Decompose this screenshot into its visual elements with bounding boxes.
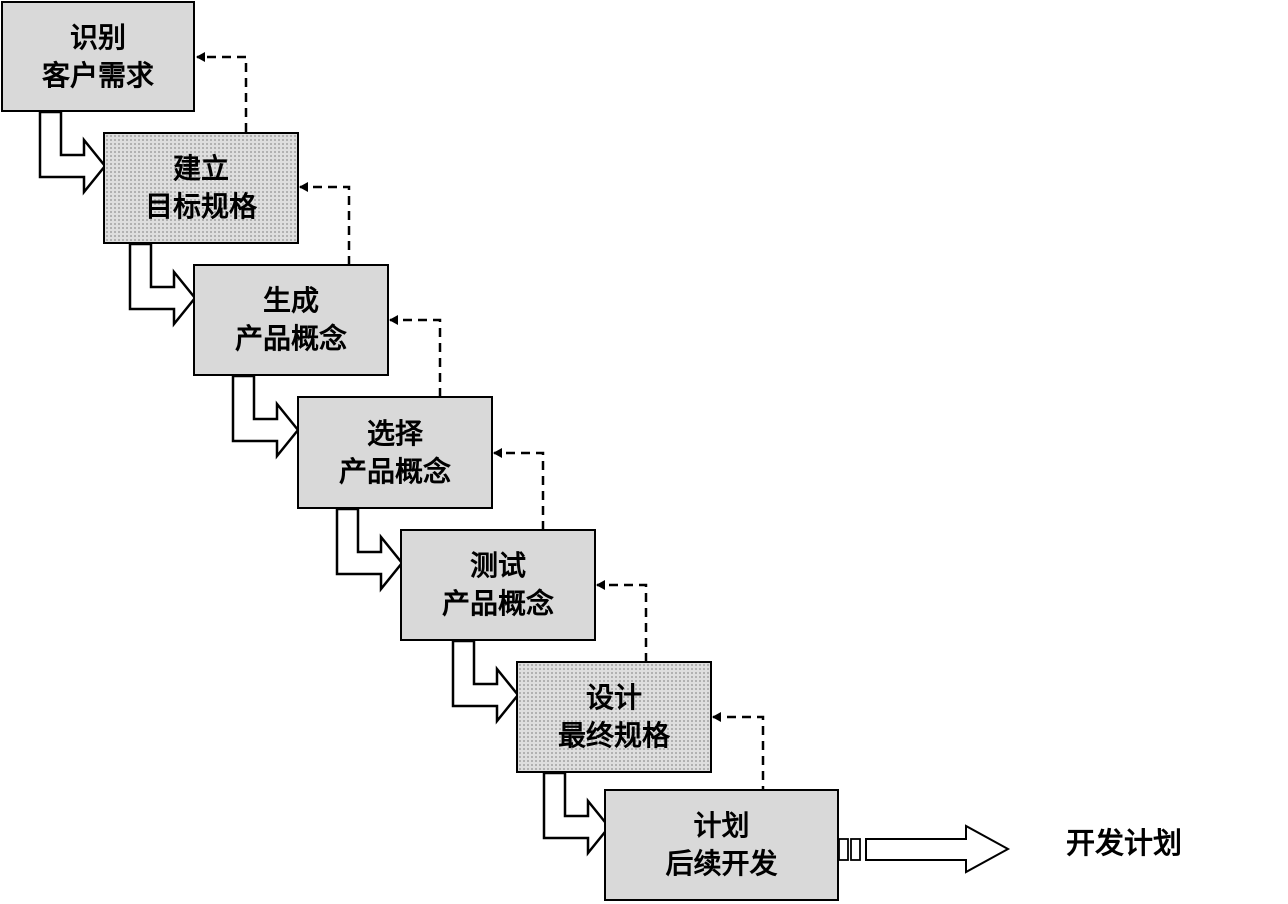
output-arrow-stripe-2 [850,838,861,861]
step-7-line-2: 后续开发 [665,847,778,880]
step-box-generate-concepts: 生成 产品概念 [193,264,389,376]
step-7-line-1: 计划 [693,809,750,842]
step-6-line-2: 最终规格 [557,719,670,752]
forward-arrow-4 [335,507,404,593]
step-box-test-concepts: 测试 产品概念 [400,529,596,641]
feedback-arrow-5 [596,580,648,662]
step-box-plan-downstream-development: 计划 后续开发 [604,789,839,901]
output-arrow-stripe-1 [838,838,849,861]
forward-arrow-3 [231,374,300,460]
step-box-identify-customer-needs: 识别 客户需求 [1,1,195,112]
step-box-select-concepts: 选择 产品概念 [297,396,493,509]
step-6-line-1: 设计 [585,681,642,714]
step-4-line-2: 产品概念 [338,454,451,488]
step-5-line-1: 测试 [469,549,526,582]
output-label: 开发计划 [1066,826,1183,860]
step-4-line-1: 选择 [366,416,423,450]
feedback-arrow-4 [493,448,545,530]
step-1-line-1: 识别 [69,20,126,54]
step-2-line-2: 目标规格 [144,190,257,223]
step-box-design-final-specs: 设计 最终规格 [516,661,712,773]
feedback-arrow-3 [389,315,442,397]
forward-arrow-1 [38,110,107,196]
output-arrow [865,824,1011,874]
forward-arrow-5 [451,639,520,725]
feedback-arrow-2 [299,182,351,265]
step-1-line-2: 客户需求 [41,58,154,92]
step-3-line-1: 生成 [262,284,319,317]
forward-arrow-2 [128,242,197,328]
step-2-line-1: 建立 [172,152,229,185]
step-3-line-2: 产品概念 [234,322,347,355]
forward-arrow-6 [542,771,611,857]
feedback-arrow-1 [196,52,248,132]
feedback-arrow-6 [712,712,765,795]
step-5-line-2: 产品概念 [441,587,554,620]
step-box-establish-target-specs: 建立 目标规格 [103,132,299,244]
